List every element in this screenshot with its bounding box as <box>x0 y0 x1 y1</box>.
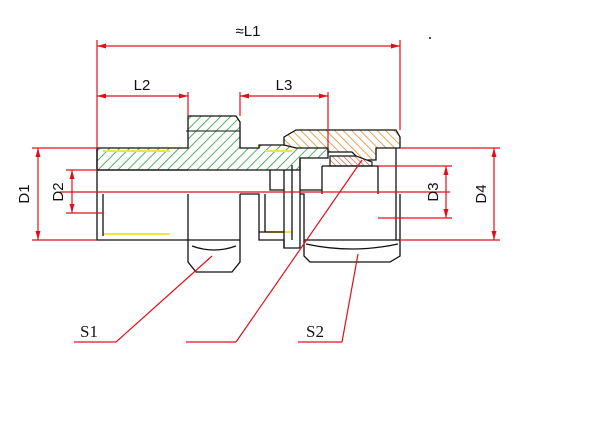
label-s2: S2 <box>306 322 324 341</box>
label-l3: L3 <box>276 77 293 94</box>
stray-dot <box>429 37 431 39</box>
label-l2: L2 <box>134 77 151 94</box>
label-d4: D4 <box>473 184 490 203</box>
leader-lines <box>74 159 363 343</box>
ferrule-section <box>329 155 373 167</box>
label-d2: D2 <box>50 182 67 201</box>
label-l1: ≈L1 <box>236 23 261 40</box>
label-d1: D1 <box>16 184 33 203</box>
label-s1: S1 <box>80 322 98 341</box>
dimension-lines <box>32 40 500 241</box>
label-d3: D3 <box>425 182 442 201</box>
